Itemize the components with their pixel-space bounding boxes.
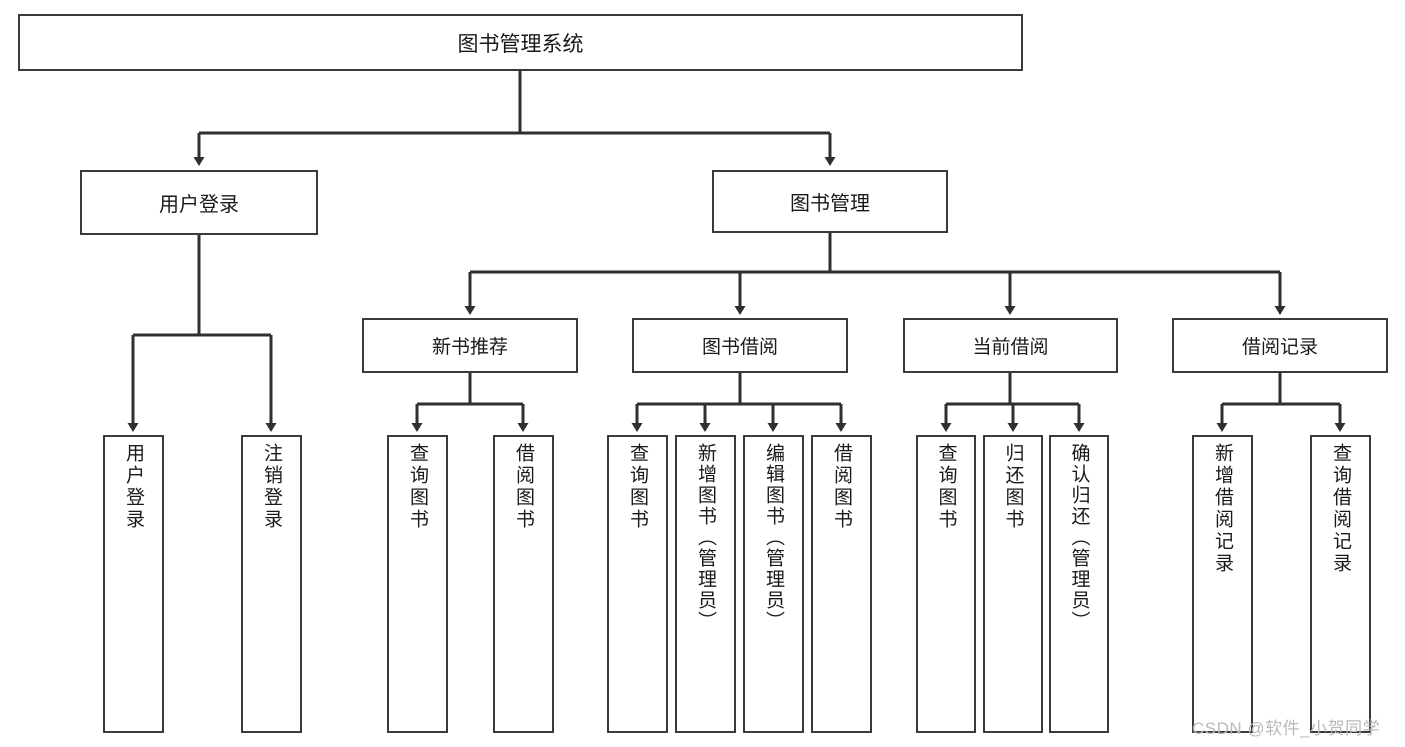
node-leaf-query-book-borrow[interactable]: 查询图书 <box>607 435 668 733</box>
node-label: 编辑图书（管理员） <box>763 443 784 632</box>
node-label: 用户登录 <box>123 443 144 531</box>
node-label: 图书管理系统 <box>457 32 584 56</box>
csdn-watermark: CSDN @软件_小贺同学 <box>1192 719 1381 738</box>
node-label: 确认归还（管理员） <box>1068 443 1090 632</box>
node-leaf-return-book[interactable]: 归还图书 <box>983 435 1043 733</box>
node-leaf-add-borrow-record[interactable]: 新增借阅记录 <box>1192 435 1253 733</box>
node-label: 查询图书 <box>935 443 957 531</box>
node-label: 新增借阅记录 <box>1212 443 1233 575</box>
node-label: 查询图书 <box>627 443 648 531</box>
node-leaf-edit-book[interactable]: 编辑图书（管理员） <box>743 435 804 733</box>
node-label: 新增图书（管理员） <box>695 443 716 632</box>
node-label: 当前借阅 <box>972 337 1049 358</box>
node-leaf-add-book[interactable]: 新增图书（管理员） <box>675 435 736 733</box>
node-current-borrow[interactable]: 当前借阅 <box>903 318 1118 373</box>
node-user-login[interactable]: 用户登录 <box>80 170 318 235</box>
node-book-management[interactable]: 图书管理 <box>712 170 948 233</box>
node-leaf-query-book-recommend[interactable]: 查询图书 <box>387 435 448 733</box>
node-label: 图书管理 <box>790 193 870 215</box>
node-book-borrow[interactable]: 图书借阅 <box>632 318 848 373</box>
node-root-book-management-system[interactable]: 图书管理系统 <box>18 14 1023 71</box>
node-label: 借阅记录 <box>1241 337 1318 358</box>
node-leaf-logout-login[interactable]: 注销登录 <box>241 435 302 733</box>
node-leaf-confirm-return[interactable]: 确认归还（管理员） <box>1049 435 1109 733</box>
node-label: 查询图书 <box>407 443 428 531</box>
node-leaf-borrow-book-recommend[interactable]: 借阅图书 <box>493 435 554 733</box>
node-label: 注销登录 <box>261 443 282 531</box>
node-label: 新书推荐 <box>431 337 508 358</box>
node-borrow-record[interactable]: 借阅记录 <box>1172 318 1388 373</box>
node-label: 查询借阅记录 <box>1330 443 1351 575</box>
node-label: 借阅图书 <box>831 443 852 531</box>
node-label: 图书借阅 <box>701 337 778 358</box>
node-label: 用户登录 <box>159 194 239 216</box>
node-leaf-query-book-current[interactable]: 查询图书 <box>916 435 976 733</box>
node-leaf-query-borrow-record[interactable]: 查询借阅记录 <box>1310 435 1371 733</box>
node-leaf-borrow-book[interactable]: 借阅图书 <box>811 435 872 733</box>
node-leaf-user-login[interactable]: 用户登录 <box>103 435 164 733</box>
node-label: 借阅图书 <box>513 443 534 531</box>
node-label: 归还图书 <box>1002 443 1024 531</box>
node-new-book-recommend[interactable]: 新书推荐 <box>362 318 578 373</box>
